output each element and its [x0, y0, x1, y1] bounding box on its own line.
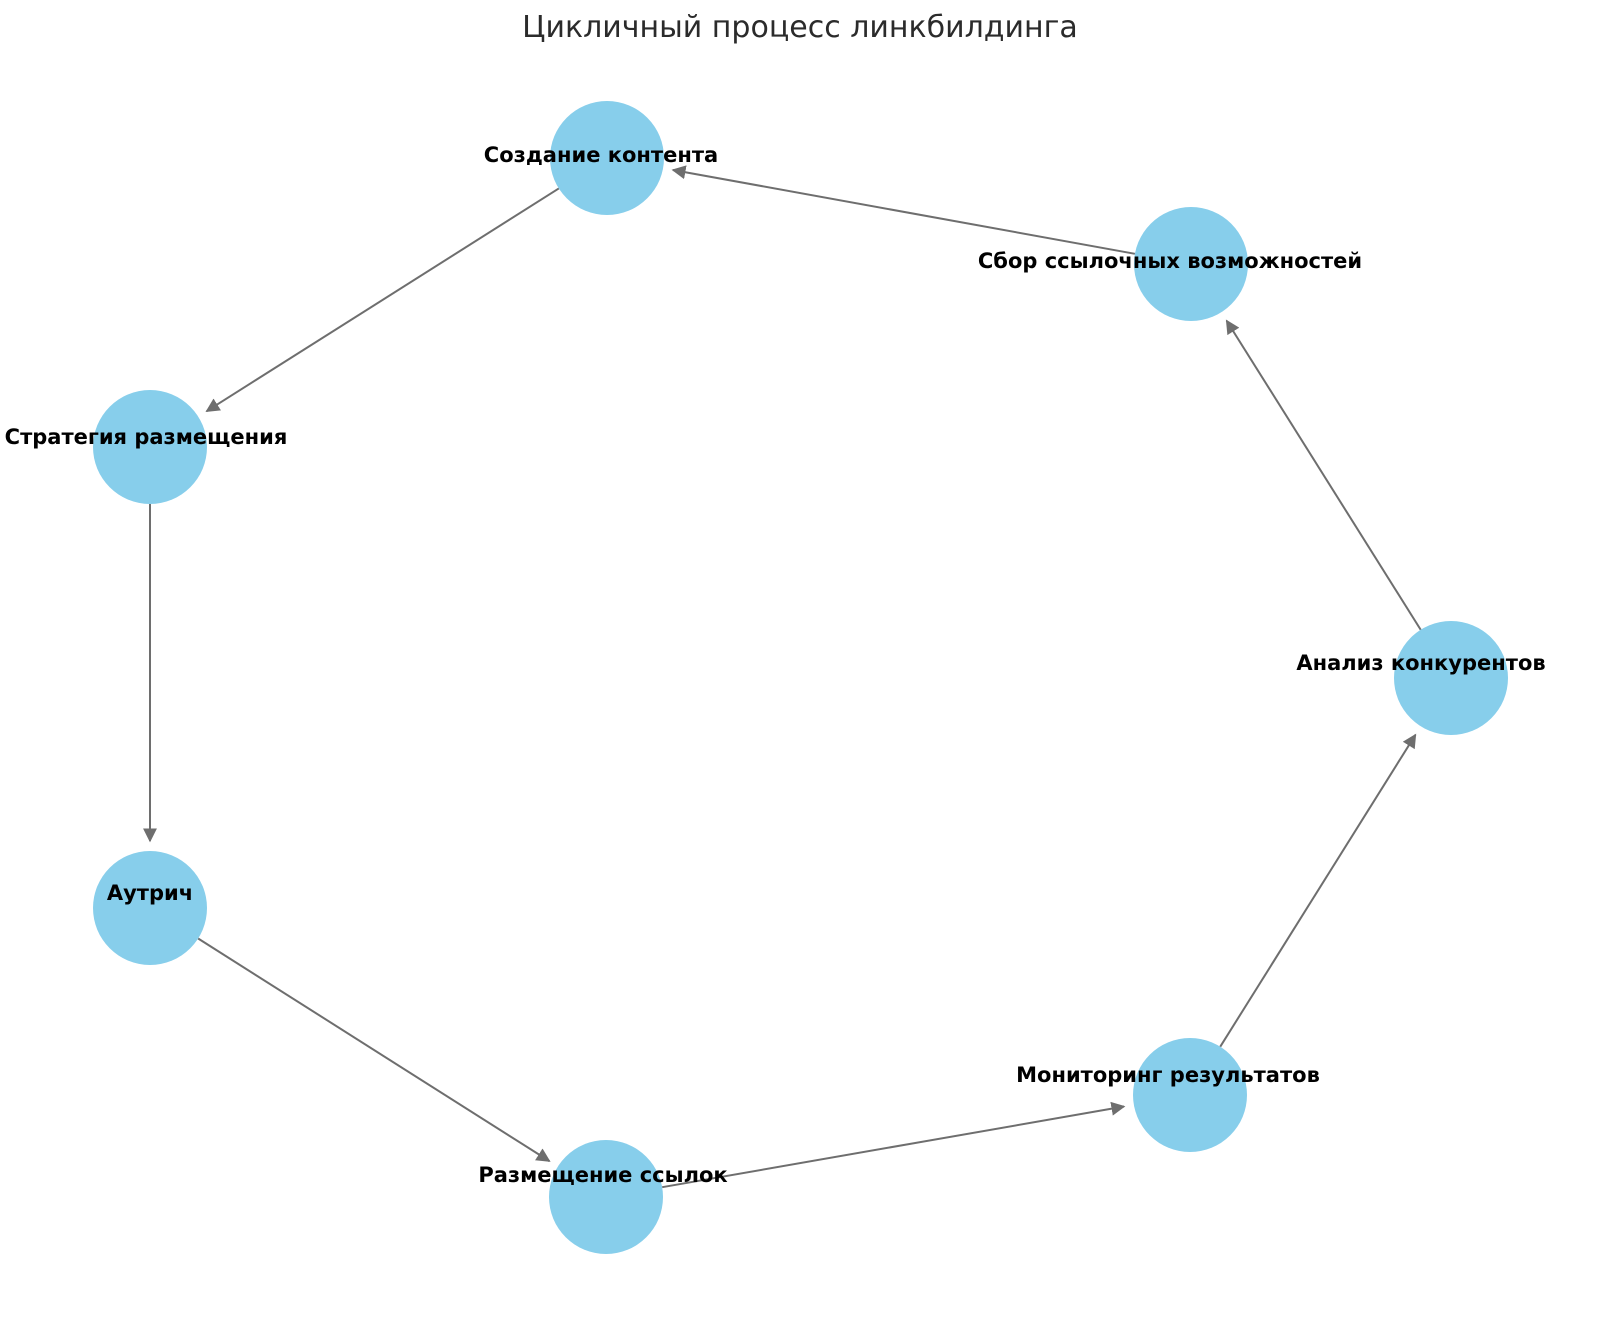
graph-node-strategy[interactable]	[93, 390, 207, 504]
graph-node-content[interactable]	[550, 101, 664, 215]
page-title: Цикличный процесс линкбилдинга	[522, 10, 1078, 45]
graph-node-placement[interactable]	[549, 1140, 663, 1254]
graph-edge-opportunity-to-content	[671, 165, 1136, 255]
graph-node-competitors[interactable]	[1394, 621, 1508, 735]
graph-edge-competitors-to-opportunity	[1225, 319, 1422, 631]
graph-node-outreach[interactable]	[93, 851, 207, 965]
graph-edge-monitoring-to-competitors	[1219, 733, 1417, 1048]
edge-layer	[143, 165, 1422, 1189]
graph-node-monitoring[interactable]	[1133, 1038, 1247, 1152]
node-layer	[93, 101, 1508, 1254]
graph-node-opportunity[interactable]	[1134, 207, 1248, 321]
graph-edge-placement-to-monitoring	[661, 1101, 1126, 1189]
graph-edge-content-to-strategy	[205, 187, 560, 413]
graph-edge-outreach-to-placement	[197, 937, 551, 1162]
